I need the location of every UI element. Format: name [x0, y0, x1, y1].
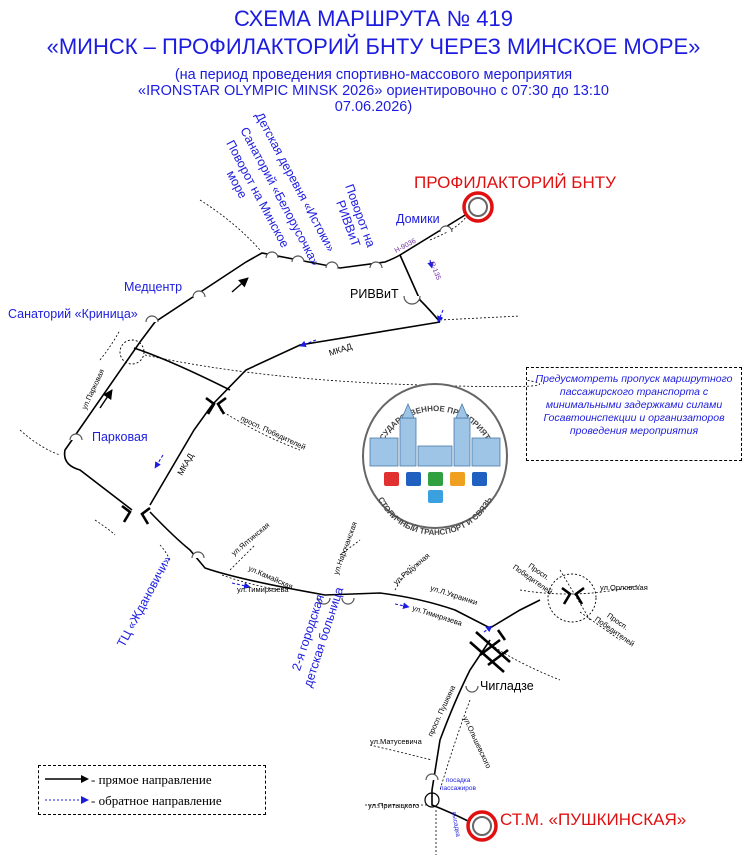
stop-label-zhdanovichi: ТЦ «Ждановичи» — [114, 554, 174, 650]
map-subtitle: (на период проведения спортивно-массовог… — [174, 67, 573, 83]
map-legend: - прямое направление - обратное направле… — [38, 765, 266, 815]
stop-label-domiki: Домики — [396, 212, 440, 226]
stop-marker-pushkinskaya-1 — [425, 773, 439, 781]
street-l-ukrainki: ул.Л.Украинки — [429, 583, 478, 607]
stop-marker-rivvit — [403, 295, 421, 305]
roundabout-pushkinskaya — [424, 792, 440, 808]
stop-marker-belorusochka — [291, 255, 305, 263]
street-pritytskogo: ул.Притыцкого — [368, 801, 419, 810]
legend-reverse-arrow — [45, 796, 89, 804]
legend-forward-label: - прямое направление — [91, 772, 212, 787]
interchange-markers — [121, 396, 585, 673]
street-pobediteley-3: Просп. Победителей — [593, 606, 642, 648]
notice-box: Предусмотреть пропуск маршрутного пассаж… — [526, 367, 742, 461]
stop-marker-domiki — [439, 225, 453, 233]
street-narochanskaya: ул.Нарочанская — [331, 520, 358, 575]
stop-label-hospital: 2-я городская детская больница — [286, 580, 347, 688]
street-timiryazeva-2: ул.Тимирязева — [411, 603, 464, 628]
terminal-markers — [462, 191, 498, 842]
street-pushkina: просп. Пушкина — [426, 683, 458, 738]
logo-tile-blue-2 — [472, 472, 487, 486]
logo-tile-red — [384, 472, 399, 486]
side-roads — [19, 199, 641, 855]
roundabout-orlovskaya — [547, 573, 597, 623]
street-yaltinskaya: ул.Ялтинская — [230, 520, 272, 557]
street-mkad: МКАД — [328, 341, 354, 358]
legend-forward-arrow — [45, 775, 89, 783]
street-pobediteley: просп. Победителей — [239, 414, 307, 452]
stop-marker-krinitsa — [145, 315, 159, 323]
terminal-label-bntu: ПРОФИЛАКТОРИЙ БНТУ — [414, 173, 616, 192]
map-title: СХЕМА МАРШРУТА № 419 — [233, 6, 514, 31]
street-timiryazeva: ул.Тимирязева — [237, 585, 289, 594]
street-posadka: посадка пассажиров — [440, 777, 476, 792]
company-logo: ГОСУДАРСТВЕННОЕ ПРЕДПРИЯТИЕ СТОЛИЧНЫЙ ТР… — [362, 383, 508, 537]
forward-arrows — [99, 277, 249, 409]
stop-marker-parkovaya — [69, 433, 83, 441]
map-title-route: «МИНСК – ПРОФИЛАКТОРИЙ БНТУ ЧЕРЕЗ МИНСКО… — [46, 34, 701, 59]
legend-reverse-label: - обратное направление — [91, 793, 222, 808]
notice-text: Предусмотреть пропуск маршрутного пассаж… — [535, 373, 733, 437]
logo-tile-green — [428, 472, 443, 486]
logo-transport-icons — [384, 472, 487, 503]
street-labels: Н-9036 Р-135 МКАД МКАД ул.Парковая просп… — [80, 238, 648, 838]
route-lines — [63, 211, 541, 823]
street-pobediteley-2: Просп. Победителей — [511, 554, 560, 596]
legend-reverse-row: - обратное направление — [39, 791, 265, 811]
stop-marker-povorot-more — [265, 251, 279, 259]
stop-marker-hospital-1 — [317, 597, 331, 605]
terminal-label-pushkinskaya: СТ.М. «ПУШКИНСКАЯ» — [500, 810, 686, 829]
street-orlovskaya: ул.Орловская — [600, 583, 648, 592]
logo-tile-blue — [406, 472, 421, 486]
stop-markers — [69, 225, 479, 781]
street-posadka-1: посадка — [446, 777, 471, 784]
stop-marker-chigladze — [465, 685, 479, 693]
stop-marker-povorot-rivvit — [369, 261, 383, 269]
street-olshevskogo: ул.Ольшевского — [461, 715, 493, 770]
stop-label-chigladze: Чигладзе — [480, 679, 534, 693]
street-posadka-2: пассажиров — [440, 785, 476, 792]
junction-circle — [119, 339, 145, 365]
street-mkad-2: МКАД — [175, 451, 196, 477]
stop-marker-istoki — [325, 261, 339, 269]
stop-marker-medcenter — [192, 290, 206, 298]
logo-tile-lightblue — [428, 490, 443, 503]
map-subtitle-date: 07.06.2026) — [334, 99, 413, 115]
stop-marker-zhdanovichi — [191, 551, 205, 559]
logo-buildings — [369, 402, 501, 467]
stop-label-krinitsa: Санаторий «Криница» — [8, 307, 138, 321]
street-radujnaya: ул.Радужная — [392, 551, 432, 587]
map-subtitle-event: «IRONSTAR OLYMPIC MINSK 2026» ориентиров… — [138, 83, 609, 99]
street-r135: Р-135 — [428, 261, 442, 281]
logo-tile-orange — [450, 472, 465, 486]
stop-label-rivvit: РИВВиТ — [350, 287, 399, 301]
stop-label-medcenter: Медцентр — [124, 280, 182, 294]
street-matusevicha: ул.Матусевича — [370, 737, 423, 746]
street-vysadka: высадка — [450, 811, 461, 838]
stop-marker-hospital-2 — [341, 597, 355, 605]
stop-label-parkovaya: Парковая — [92, 430, 148, 444]
legend-forward-row: - прямое направление — [39, 770, 265, 790]
reverse-arrows — [154, 259, 493, 633]
